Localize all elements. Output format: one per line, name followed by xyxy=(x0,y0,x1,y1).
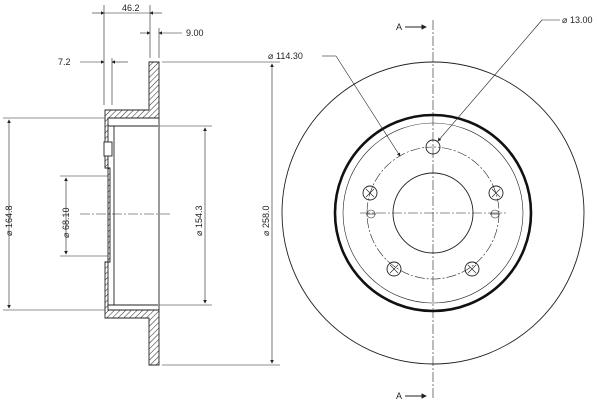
dim-pcd-symbol: ⌀ xyxy=(268,51,274,61)
dim-hat-diameter: 154.3 xyxy=(194,205,204,228)
stud-mark xyxy=(103,141,113,157)
dim-bore-diameter: 68.10 xyxy=(61,207,71,230)
dim-hat-thickness: 7.2 xyxy=(58,57,71,67)
dim-bolt-symbol: ⌀ xyxy=(562,15,568,25)
bolt-hole xyxy=(362,185,378,201)
dim-outer-diameter-symbol: ⌀ xyxy=(4,230,14,236)
dim-total-height: 46.2 xyxy=(122,3,140,13)
bolt-leader xyxy=(437,19,543,142)
section-mark-top: A xyxy=(396,22,402,32)
dim-bolt-hole: 13.00 xyxy=(570,15,593,25)
bolt-holes xyxy=(362,139,504,277)
dim-bore-symbol: ⌀ xyxy=(61,232,71,238)
section-mark-bottom: A xyxy=(396,391,402,400)
hole-cross xyxy=(365,188,375,198)
hole-cross xyxy=(389,264,399,274)
hole-cross xyxy=(467,264,477,274)
front-view: A A ⌀ 114.30 ⌀ 13.00 xyxy=(268,15,593,400)
pcd-leader xyxy=(335,55,401,157)
dim-pcd: 114.30 xyxy=(276,51,303,61)
dim-outer-diameter: 164.8 xyxy=(4,205,14,228)
bolt-hole xyxy=(464,261,480,277)
section-profile xyxy=(104,61,160,366)
dim-disc-diameter: 258.0 xyxy=(261,205,271,228)
dim-hat-symbol: ⌀ xyxy=(194,230,204,236)
dim-disc-thickness: 9.00 xyxy=(186,28,204,38)
hole-cross xyxy=(491,188,501,198)
bolt-hole xyxy=(425,139,441,155)
dim-disc-symbol: ⌀ xyxy=(261,230,271,236)
bolt-hole xyxy=(386,261,402,277)
bolt-hole xyxy=(488,185,504,201)
section-view: 46.2 9.00 7.2 ⌀ 164.8 ⌀ 68.10 ⌀ 154.3 xyxy=(3,3,280,366)
